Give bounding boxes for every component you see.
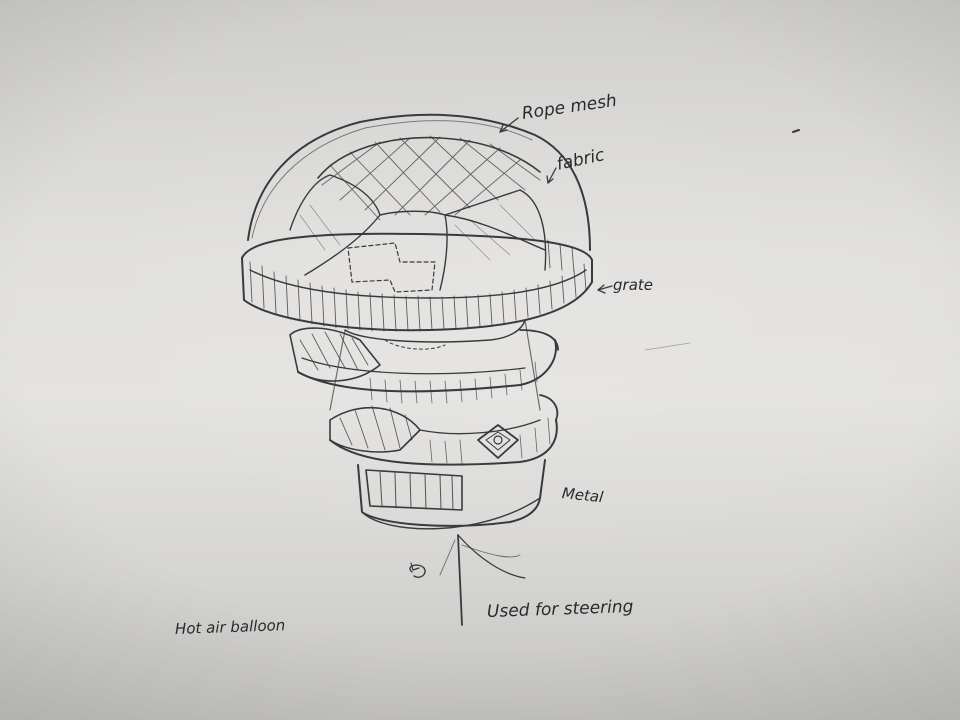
spiral-ramp-lower xyxy=(330,408,420,452)
metal-base xyxy=(358,460,545,526)
sketch-title: Hot air balloon xyxy=(175,616,286,638)
fabric-arrow-icon xyxy=(548,168,556,183)
rope-mesh-lines xyxy=(322,136,540,220)
dome-outline xyxy=(248,115,590,250)
fabric-patch xyxy=(348,243,435,292)
label-grate: grate xyxy=(613,276,653,294)
rope-mesh-cap xyxy=(318,138,540,178)
spiral-ramp-upper xyxy=(290,328,380,381)
grate-ring-top xyxy=(242,234,592,260)
steering-rudder xyxy=(458,535,462,625)
diamond-emblem xyxy=(478,425,518,458)
